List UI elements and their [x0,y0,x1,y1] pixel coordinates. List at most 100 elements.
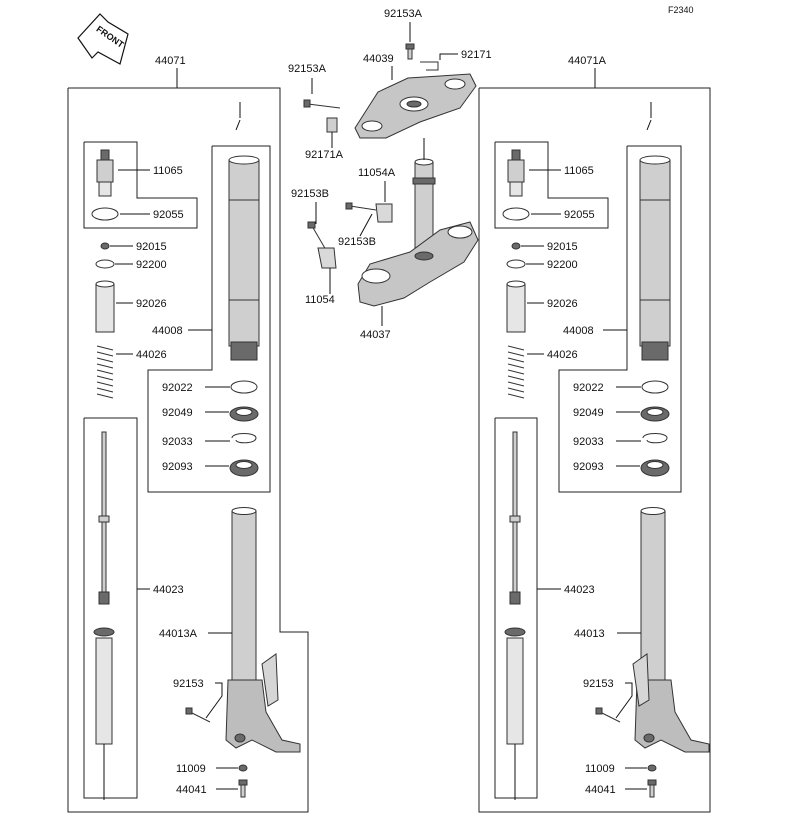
right-circlip-part [642,433,668,444]
right-label-dust-seal: 92093 [573,461,604,473]
label-upper-clip-left: 92171A [305,149,344,161]
left-label-washer: 92200 [136,259,167,271]
figure-code: F2340 [668,5,694,15]
left-label-side-bolt: 92153 [173,678,204,690]
right-tube-box [558,145,682,493]
right-cap-box [494,141,609,229]
right-assembly-frame [478,87,711,813]
bracket-part [317,247,337,269]
right-spring-part [507,344,525,402]
right-label-inner-tube: 44013 [574,628,605,640]
left-label-spring: 44026 [136,349,167,361]
label-bracket: 11054 [305,294,335,306]
right-ring-part [641,380,669,394]
right-damper-rod-part [504,431,526,745]
left-label-bottom-bolt: 44041 [176,784,207,796]
left-label-nut: 92015 [136,241,167,253]
right-label-cap: 11065 [564,165,594,177]
right-washer-part [506,259,526,269]
left-dust-seal-part [229,459,259,477]
left-ring-part [230,380,258,394]
left-outer-tube-part [228,155,260,361]
right-spacer-part [506,280,526,333]
upper-clamp-part [354,73,477,139]
right-label-bottom-bolt: 44041 [585,784,616,796]
right-label-cap-oring: 92055 [564,209,595,221]
right-gasket-part [647,764,657,772]
left-fork-assembly: 44071 11065 92055 92015 92200 92026 [67,55,309,813]
right-label-spring: 44026 [547,349,578,361]
right-nut-part [511,242,521,250]
label-upper-clip: 92171 [461,49,492,61]
right-label-oil-seal: 92049 [573,407,604,419]
left-oring-part [91,207,119,221]
triple-clamp-group: 92153A 44039 92171 92153A 92171A [288,8,492,341]
right-outer-tube-part [639,155,671,361]
left-inner-tube-part [225,507,301,753]
left-damper-box [83,417,138,799]
right-damper-box [494,417,538,799]
right-label-side-bolt: 92153 [583,678,614,690]
left-label-oil-seal: 92049 [162,407,193,419]
left-circlip-part [231,433,257,444]
upper-clip-left-part [326,117,338,133]
right-label-circlip: 92033 [573,436,604,448]
left-label-dust-seal: 92093 [162,461,193,473]
right-oil-seal-part [640,406,670,422]
right-assembly-number: 44071A [568,55,607,67]
left-label-circlip: 92033 [162,436,193,448]
right-inner-tube-part [632,507,710,753]
right-label-damper-rod: 44023 [564,584,595,596]
left-oil-seal-part [229,406,259,422]
lower-clamp-part [357,221,479,307]
lower-bolt-mid-part [345,202,377,211]
left-assembly-number: 44071 [155,55,186,67]
left-label-inner-tube: 44013A [159,628,198,640]
label-upper-bolt-top: 92153A [384,8,423,20]
left-label-cap-oring: 92055 [153,209,184,221]
upper-bolt-left-part [303,99,341,109]
right-label-spacer: 92026 [547,298,578,310]
left-tube-box [147,145,271,493]
right-oring-part [502,207,530,221]
right-label-ring: 92022 [573,382,604,394]
upper-bolt-top-part [405,43,415,60]
left-nut-part [100,242,110,250]
upper-clip-part [420,61,439,71]
right-fork-assembly: 44071A 11065 92055 92015 92200 92026 [478,55,711,813]
left-label-gasket: 11009 [176,763,206,775]
label-lower-bolt-left: 92153B [291,188,329,200]
right-label-nut: 92015 [547,241,578,253]
bracket-a-part [375,203,393,223]
label-upper-clamp: 44039 [363,53,394,65]
left-cap-box [83,141,198,229]
left-label-ring: 92022 [162,382,193,394]
left-label-spacer: 92026 [136,298,167,310]
left-label-outer-tube: 44008 [152,325,183,337]
right-dust-seal-part [640,459,670,477]
left-spacer-part [95,280,115,333]
left-damper-rod-part [93,431,115,745]
right-label-gasket: 11009 [585,763,615,775]
lower-bolt-left-part [307,221,327,251]
right-cap-part [507,149,525,197]
left-gasket-part [238,764,248,772]
right-bottom-bolt-part [647,779,657,798]
left-label-damper-rod: 44023 [153,584,184,596]
right-side-bolt-part [595,707,621,723]
left-cap-part [96,149,114,197]
label-lower-bolt-mid: 92153B [338,236,376,248]
left-side-bolt-part [185,707,211,723]
label-upper-bolt-left: 92153A [288,63,327,75]
left-bottom-bolt-part [238,779,248,798]
left-washer-part [95,259,115,269]
label-lower-clamp: 44037 [360,329,391,341]
label-bracket-a: 11054A [358,167,396,179]
left-assembly-frame [67,87,309,813]
left-spring-part [96,344,114,402]
left-label-cap: 11065 [153,165,183,177]
right-label-outer-tube: 44008 [563,325,594,337]
front-arrow-icon: FRONT [77,13,129,65]
right-label-washer: 92200 [547,259,578,271]
